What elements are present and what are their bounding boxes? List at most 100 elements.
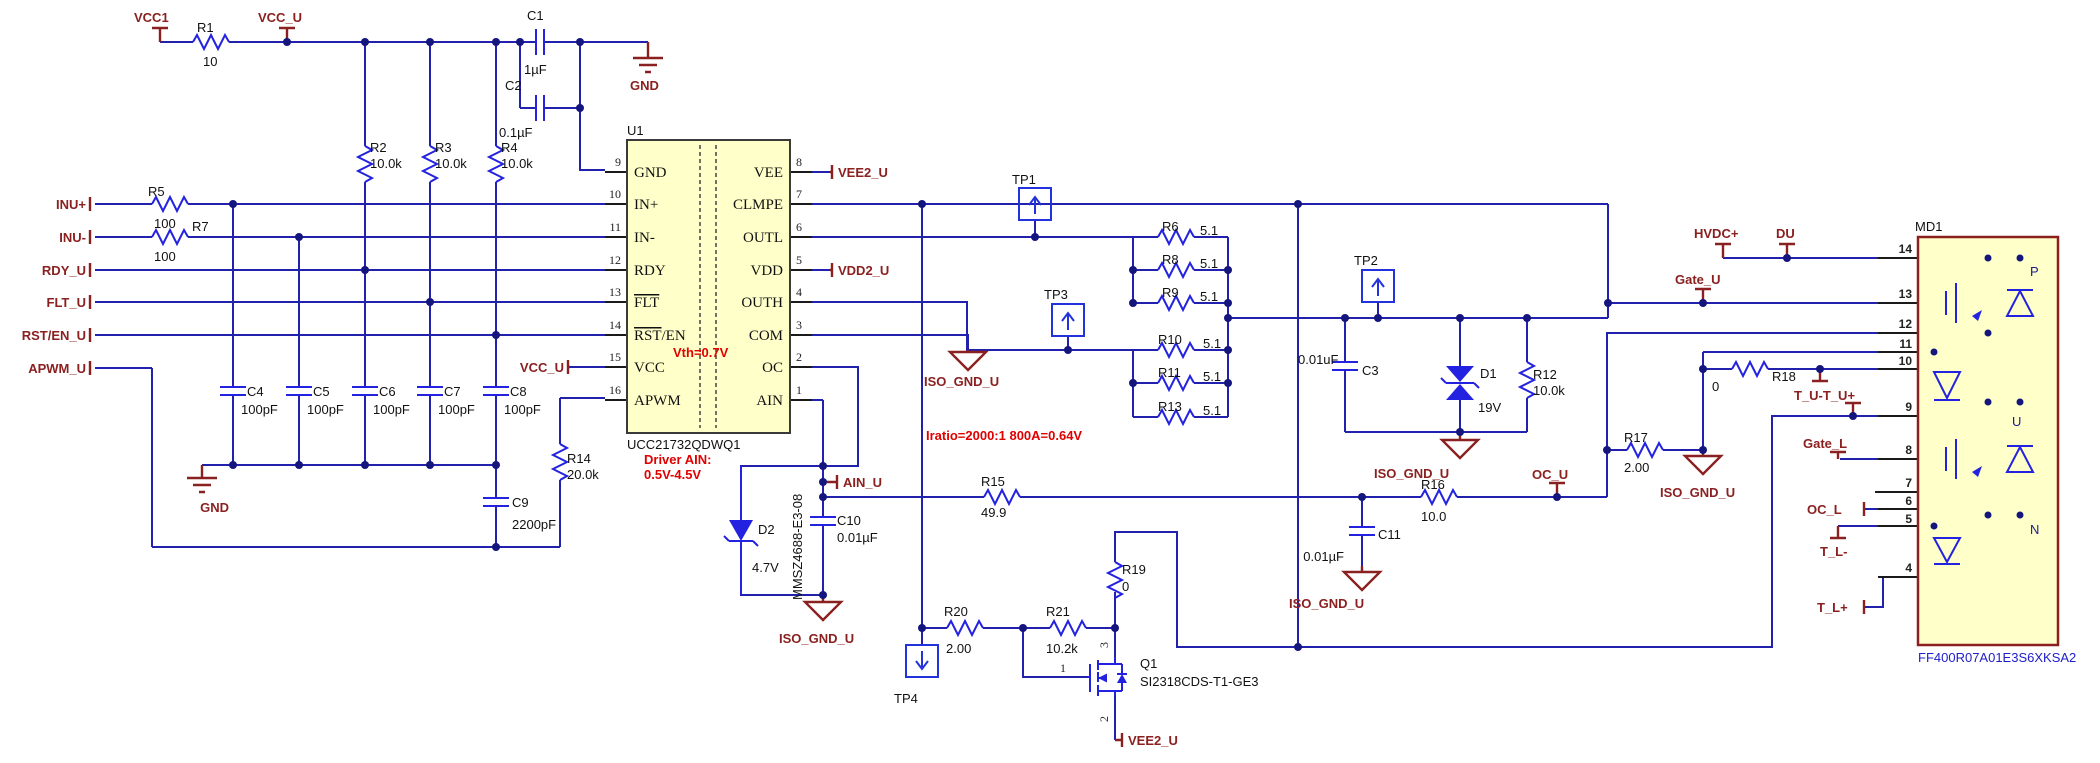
r5-ref: R5 bbox=[148, 184, 165, 199]
r5-val: 100 bbox=[154, 216, 176, 231]
md1-ref: MD1 bbox=[1915, 219, 1942, 234]
tp4-label: TP4 bbox=[894, 691, 918, 706]
net-gnd-top: GND bbox=[630, 78, 659, 93]
r6-ref: R6 bbox=[1162, 219, 1179, 234]
u1-pin-vcc: VCC bbox=[634, 360, 665, 376]
r20-ref: R20 bbox=[944, 604, 968, 619]
r19-val: 0 bbox=[1122, 579, 1129, 594]
u1-part-number: UCC21732QDWQ1 bbox=[627, 437, 740, 452]
tp1-label: TP1 bbox=[1012, 172, 1036, 187]
u1-pin-outh: OUTH bbox=[741, 295, 783, 311]
r11-ref: R11 bbox=[1158, 365, 1181, 380]
c1-ref: C1 bbox=[527, 8, 544, 23]
diode-lower-symbol bbox=[2005, 444, 2035, 473]
r13-val: 5.1 bbox=[1203, 403, 1221, 418]
net-vee2-u-q1: VEE2_U bbox=[1128, 733, 1178, 748]
r1-ref: R1 bbox=[197, 20, 214, 35]
junction-dots bbox=[229, 38, 2024, 651]
c2-ref: C2 bbox=[505, 78, 522, 93]
r15-ref: R15 bbox=[981, 474, 1005, 489]
q1-ref: Q1 bbox=[1140, 656, 1157, 671]
md1-pin14-num: 14 bbox=[1899, 242, 1913, 256]
r7-ref: R7 bbox=[192, 219, 209, 234]
d1-val: 19V bbox=[1478, 400, 1501, 415]
net-gnd-left: GND bbox=[200, 500, 229, 515]
r12-ref: R12 bbox=[1533, 367, 1557, 382]
u1-driver-note-1: Driver AIN: bbox=[644, 452, 711, 467]
tp3-testpoint bbox=[1051, 303, 1085, 337]
md1-pin4-num: 4 bbox=[1905, 561, 1912, 575]
md1-power-module: MD1 FF400R07A01E3S6XKSA2 P U N 14 13 12 … bbox=[1899, 219, 2077, 665]
u1-pin14-num: 14 bbox=[609, 318, 621, 332]
c4-val: 100pF bbox=[241, 402, 278, 417]
d2-ref: D2 bbox=[758, 522, 775, 537]
u1-pin8-num: 8 bbox=[796, 155, 802, 169]
annotation-vth: Vth=0.7V bbox=[673, 345, 729, 360]
diode-upper-symbol bbox=[2005, 288, 2035, 317]
kelvin-diode-lower-symbol bbox=[1932, 537, 1962, 565]
u1-pin-com: COM bbox=[749, 328, 783, 344]
r17-ref: R17 bbox=[1624, 430, 1648, 445]
u1-ref: U1 bbox=[627, 123, 644, 138]
net-oc-l: OC_L bbox=[1807, 502, 1842, 517]
d1-ref: D1 bbox=[1480, 366, 1497, 381]
net-inu-plus: INU+ bbox=[56, 197, 86, 212]
module-side-wires bbox=[1723, 257, 1884, 608]
u1-pin6-num: 6 bbox=[796, 220, 802, 234]
d2-part: MMSZ4688-E3-08 bbox=[790, 494, 805, 600]
u1-pin5-num: 5 bbox=[796, 253, 802, 267]
md1-pin7-num: 7 bbox=[1905, 476, 1912, 490]
net-iso-gnd-com: ISO_GND_U bbox=[924, 374, 999, 389]
r21-val: 10.2k bbox=[1046, 641, 1078, 656]
r8-val: 5.1 bbox=[1200, 256, 1218, 271]
md1-pin11-num: 11 bbox=[1899, 337, 1912, 351]
tp2-label: TP2 bbox=[1354, 253, 1378, 268]
c9-val: 2200pF bbox=[512, 517, 556, 532]
md1-section-u: U bbox=[2012, 414, 2021, 429]
c8-val: 100pF bbox=[504, 402, 541, 417]
igbt-upper-symbol bbox=[1945, 283, 1982, 323]
tp2-testpoint bbox=[1361, 269, 1395, 303]
net-t-u: T_U-T_U+ bbox=[1794, 388, 1855, 403]
u1-pin-vdd: VDD bbox=[751, 263, 784, 279]
net-ain-u: AIN_U bbox=[843, 475, 882, 490]
r18-ref: R18 bbox=[1772, 369, 1796, 384]
r18-val: 0 bbox=[1712, 379, 1719, 394]
net-iso-gnd-c11: ISO_GND_U bbox=[1289, 596, 1364, 611]
isolation-barrier-lines bbox=[699, 145, 717, 428]
u1-pin2-num: 2 bbox=[796, 350, 802, 364]
c5-val: 100pF bbox=[307, 402, 344, 417]
q1-pin1-num: 1 bbox=[1060, 661, 1066, 675]
net-flt-u: FLT_U bbox=[47, 295, 86, 310]
md1-pin9-num: 9 bbox=[1905, 400, 1912, 414]
u1-pin4-num: 4 bbox=[796, 285, 802, 299]
md1-pin10-num: 10 bbox=[1899, 354, 1913, 368]
c7-ref: C7 bbox=[444, 384, 461, 399]
u1-pin-flt: FLT bbox=[634, 295, 659, 311]
u1-pin-oc: OC bbox=[762, 360, 783, 376]
c7-val: 100pF bbox=[438, 402, 475, 417]
c2-val: 0.1µF bbox=[499, 125, 533, 140]
net-vcc-u-top: VCC_U bbox=[258, 10, 302, 25]
md1-part-number: FF400R07A01E3S6XKSA2 bbox=[1918, 650, 2076, 665]
r2-val: 10.0k bbox=[370, 156, 402, 171]
r4-ref: R4 bbox=[501, 140, 518, 155]
md1-pin5-num: 5 bbox=[1905, 512, 1912, 526]
r3-ref: R3 bbox=[435, 140, 452, 155]
kelvin-diode-upper-symbol bbox=[1932, 371, 1962, 401]
gate-resistor-bank-wires bbox=[1132, 204, 1878, 433]
r16-ref: R16 bbox=[1421, 477, 1445, 492]
r2-ref: R2 bbox=[370, 140, 387, 155]
net-gate-l: Gate_L bbox=[1803, 436, 1847, 451]
u1-pin-rdy: RDY bbox=[634, 263, 666, 279]
annotation-iratio: Iratio=2000:1 800A=0.64V bbox=[926, 428, 1082, 443]
net-iso-gnd-r17: ISO_GND_U bbox=[1660, 485, 1735, 500]
net-du: DU bbox=[1776, 226, 1795, 241]
md1-pin6-num: 6 bbox=[1905, 494, 1912, 508]
d2-val: 4.7V bbox=[752, 560, 779, 575]
r10-val: 5.1 bbox=[1203, 336, 1221, 351]
r20-val: 2.00 bbox=[946, 641, 971, 656]
u1-pin-vee: VEE bbox=[754, 165, 783, 181]
c8-ref: C8 bbox=[510, 384, 527, 399]
